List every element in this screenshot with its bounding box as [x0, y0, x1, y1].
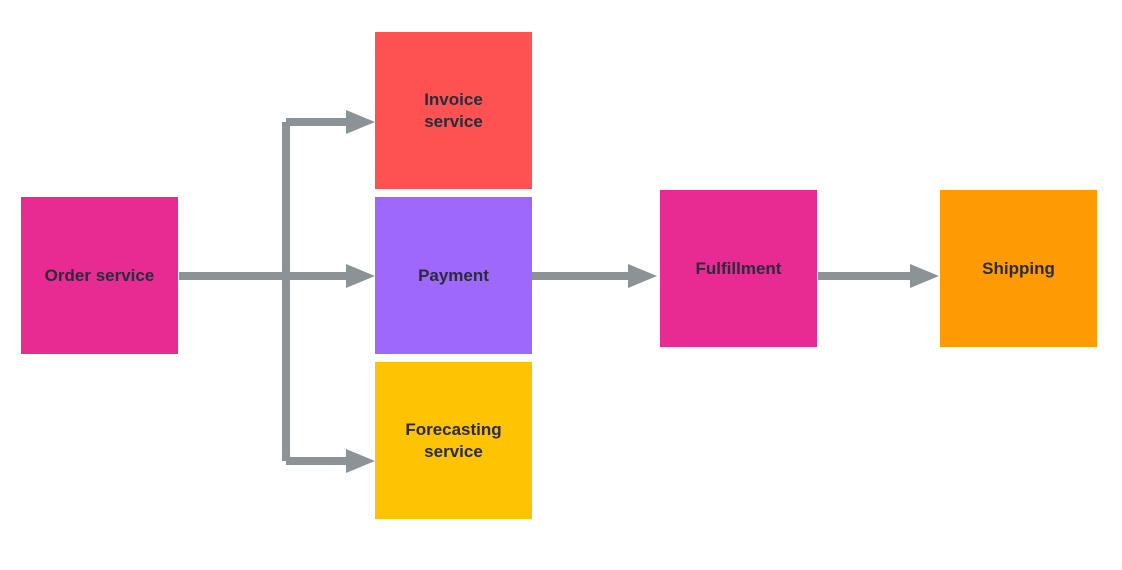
node-invoice-service: Invoice service [375, 32, 532, 189]
node-order-service: Order service [21, 197, 178, 354]
node-payment-label: Payment [418, 265, 489, 285]
arrowhead-forecasting [346, 449, 375, 473]
node-forecasting-service-label: Forecasting service [405, 419, 502, 461]
node-shipping: Shipping [940, 190, 1097, 347]
node-shipping-label: Shipping [982, 258, 1055, 278]
node-order-service-label: Order service [44, 265, 155, 285]
node-payment: Payment [375, 197, 532, 354]
arrowhead-fulfillment [628, 264, 657, 288]
node-invoice-service-label: Invoice service [424, 89, 483, 131]
node-fulfillment: Fulfillment [660, 190, 817, 347]
arrowhead-shipping [910, 264, 939, 288]
arrowhead-invoice [346, 110, 375, 134]
node-forecasting-service: Forecasting service [375, 362, 532, 519]
arrowhead-payment [346, 264, 375, 288]
node-fulfillment-label: Fulfillment [695, 258, 782, 278]
